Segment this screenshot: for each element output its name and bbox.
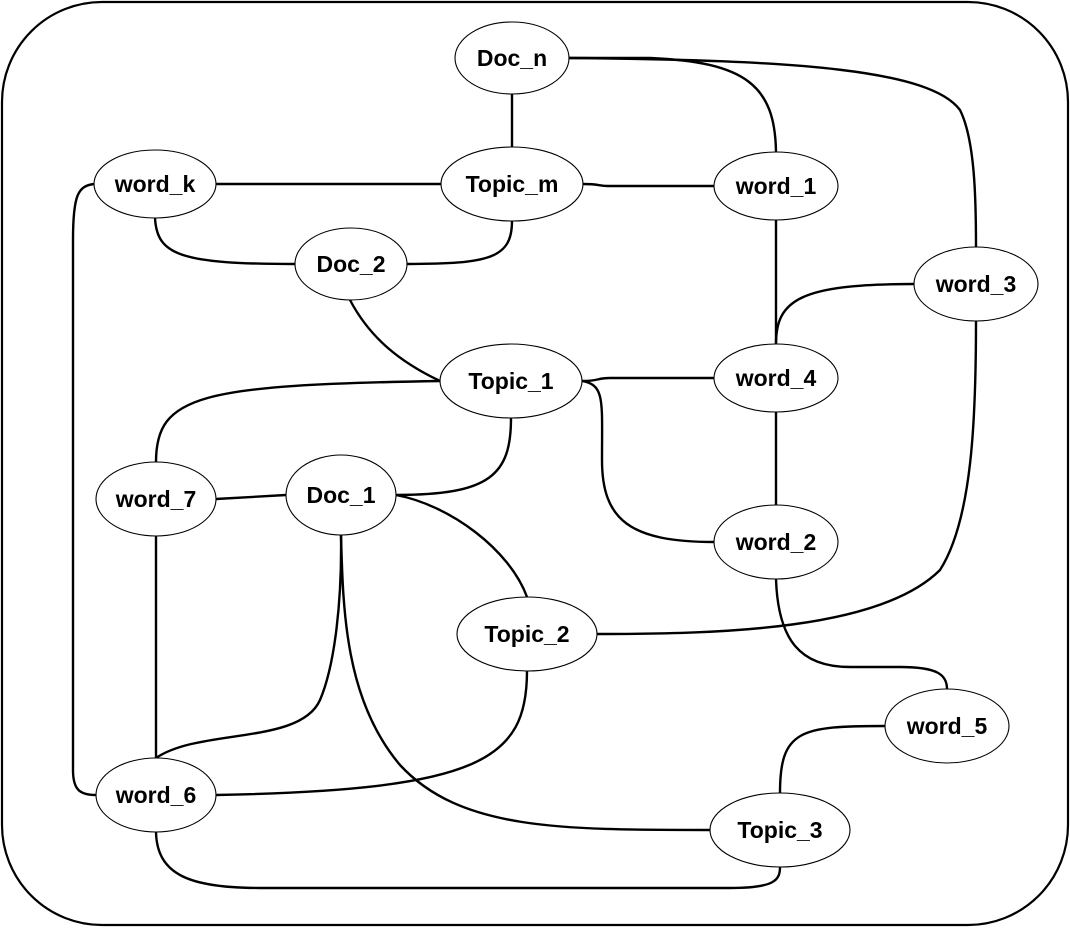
node-word-2[interactable]: word_2 [713, 504, 839, 580]
node-label: Doc_2 [316, 251, 385, 277]
node-label: word_6 [115, 782, 197, 808]
edge-doc-1-to-word-6 [154, 533, 343, 760]
node-label: word_3 [935, 271, 1017, 297]
edge-doc-2-to-topic-m [405, 219, 514, 266]
node-label: Topic_2 [484, 621, 569, 647]
node-label: Topic_m [466, 171, 559, 197]
edge-topic-1-to-word-7 [154, 379, 442, 464]
edge-word-5-to-topic-3 [778, 724, 887, 795]
node-label: Topic_1 [468, 368, 553, 394]
node-ellipse [439, 343, 583, 419]
edge-word-7-to-doc-1 [214, 493, 288, 501]
node-ellipse [713, 504, 839, 580]
node-doc-1[interactable]: Doc_1 [285, 454, 397, 536]
edge-word-2-to-word-5 [774, 577, 949, 691]
edge-word-k-to-doc-2 [153, 216, 297, 266]
node-word-k[interactable]: word_k [93, 149, 217, 219]
edge-word-3-to-word-4 [774, 282, 916, 346]
node-topic-1[interactable]: Topic_1 [439, 343, 583, 419]
node-topic-2[interactable]: Topic_2 [456, 596, 598, 672]
node-word-7[interactable]: word_7 [95, 461, 217, 537]
edge-doc-1-to-topic-3 [339, 533, 712, 832]
node-label: word_2 [735, 529, 817, 555]
node-ellipse [285, 454, 397, 536]
node-doc-2[interactable]: Doc_2 [294, 227, 408, 301]
node-label: word_4 [735, 365, 817, 391]
node-label: Topic_3 [737, 817, 822, 843]
node-ellipse [884, 688, 1010, 764]
node-doc-n[interactable]: Doc_n [454, 21, 570, 95]
edge-doc-n-to-word-3 [567, 56, 978, 249]
node-word-5[interactable]: word_5 [884, 688, 1010, 764]
node-ellipse [93, 149, 217, 219]
edge-topic-1-to-doc-1 [394, 416, 513, 497]
node-word-1[interactable]: word_1 [713, 151, 839, 221]
edge-topic-1-to-word-2 [580, 379, 716, 544]
node-ellipse [440, 146, 584, 222]
edges-layer [71, 56, 978, 890]
node-ellipse [713, 151, 839, 221]
node-ellipse [95, 757, 217, 833]
node-ellipse [713, 343, 839, 413]
node-ellipse [294, 227, 408, 301]
node-topic-3[interactable]: Topic_3 [709, 792, 851, 868]
node-ellipse [709, 792, 851, 868]
node-label: word_5 [906, 713, 988, 739]
edge-word-6-to-topic-3 [154, 830, 782, 890]
node-word-3[interactable]: word_3 [913, 246, 1039, 322]
edge-topic-m-to-word-1 [581, 182, 716, 188]
edge-word-k-to-word-6 [71, 182, 98, 797]
node-word-6[interactable]: word_6 [95, 757, 217, 833]
node-label: word_k [114, 171, 196, 197]
node-ellipse [456, 596, 598, 672]
node-topic-m[interactable]: Topic_m [440, 146, 584, 222]
edge-doc-1-to-topic-2 [394, 493, 529, 599]
node-label: Doc_1 [306, 482, 375, 508]
node-ellipse [95, 461, 217, 537]
node-word-4[interactable]: word_4 [713, 343, 839, 413]
node-label: word_7 [115, 486, 197, 512]
edge-topic-2-to-word-6 [214, 669, 529, 797]
node-ellipse [913, 246, 1039, 322]
edge-word-3-to-topic-2 [595, 319, 978, 636]
node-label: word_1 [735, 173, 817, 199]
node-ellipse [454, 21, 570, 95]
node-label: Doc_n [477, 45, 547, 71]
edge-doc-2-to-topic-1 [348, 298, 442, 383]
